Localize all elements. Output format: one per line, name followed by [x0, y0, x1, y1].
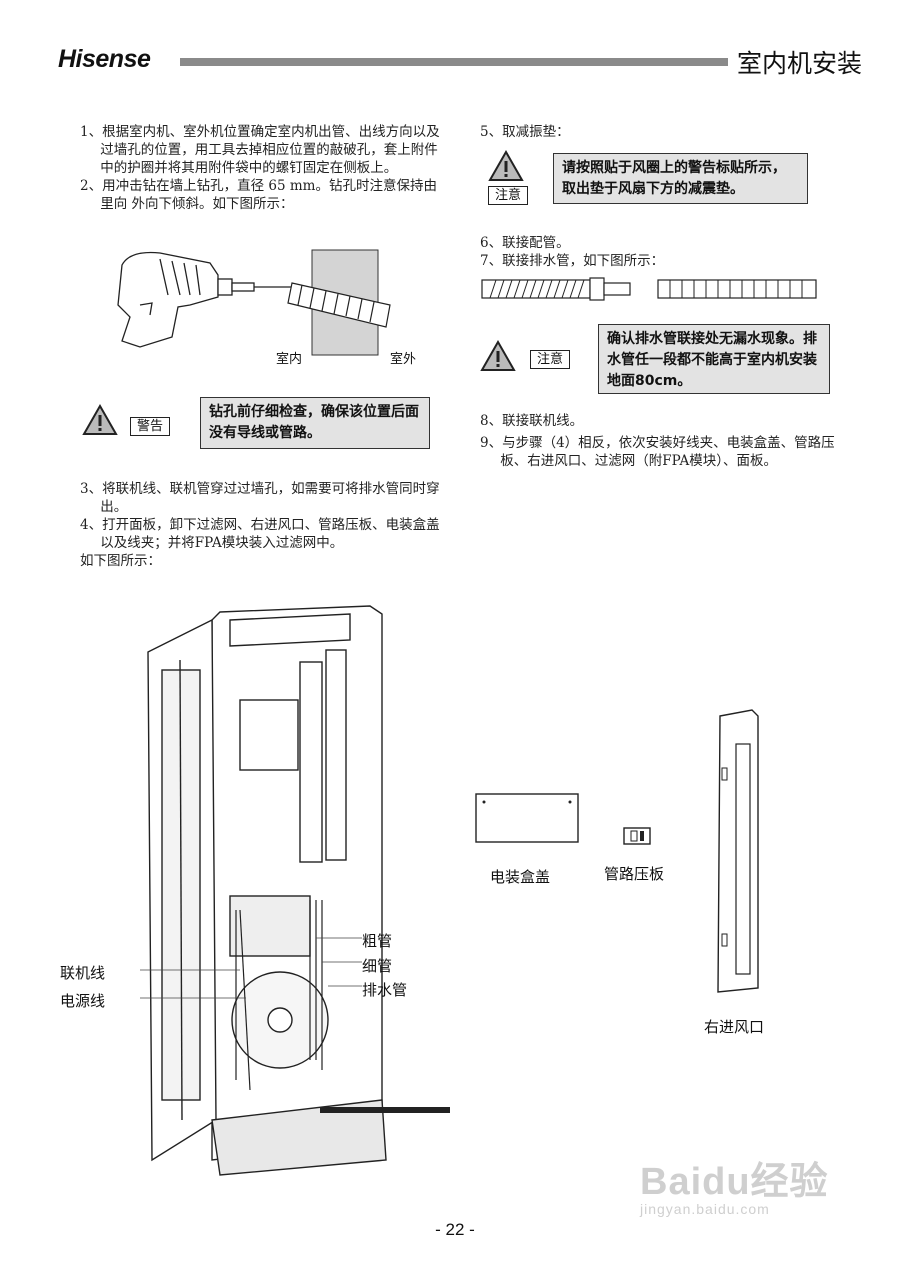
step-4-tail: 如下图所示： — [80, 553, 161, 569]
section-title: 室内机安装 — [737, 49, 863, 78]
step-7: 7、联接排水管，如下图所示： — [480, 253, 665, 269]
notice-box-2: 确认排水管联接处无漏水现象。排水管任一段都不能高于室内机安装地面80cm。 — [598, 324, 830, 394]
left-steps-1-2: 1、根据室内机、室外机位置确定室内机出管、出线方向以及过墙孔的位置，用工具去掉相… — [80, 123, 440, 213]
warning-tag: 警告 — [130, 417, 171, 436]
header-rule — [180, 58, 728, 66]
baidu-watermark: Baidu经验 jingyan.baidu.com — [640, 1150, 829, 1217]
step-9: 9、与步骤（4）相反，依次安装好线夹、电装盒盖、管路压板、右进风口、过滤网（附F… — [480, 435, 835, 469]
drain-pipe-label: 排水管 — [362, 981, 408, 999]
pipe-plate-label: 管路压板 — [604, 865, 665, 883]
warning-triangle-icon — [82, 404, 118, 435]
notice-triangle-icon-2 — [480, 340, 516, 371]
drill-illustration — [117, 249, 391, 356]
step-3: 3、将联机线、联机管穿过过墙孔，如需要可将排水管同时穿出。 — [80, 481, 440, 515]
indoor-unit-diagram — [140, 605, 450, 1176]
right-steps-8-9: 8、联接联机线。 9、与步骤（4）相反，依次安装好线夹、电装盒盖、管路压板、右进… — [480, 412, 855, 470]
step-5: 5、取减振垫： — [480, 124, 570, 140]
outside-label: 室外 — [390, 352, 417, 367]
thin-pipe-label: 细管 — [362, 957, 393, 975]
inside-label: 室内 — [276, 352, 303, 367]
drain-pipe-illustration — [481, 277, 817, 301]
page-number: - 22 - — [435, 1220, 475, 1239]
right-inlet-illustration — [717, 709, 759, 993]
connection-wire-label: 联机线 — [60, 964, 106, 982]
drill-bit-icon — [287, 282, 391, 328]
left-steps-3-4: 3、将联机线、联机管穿过过墙孔，如需要可将排水管同时穿出。 4、打开面板，卸下过… — [80, 480, 440, 570]
box-cover-label: 电装盒盖 — [490, 868, 551, 886]
pipe-plate-illustration — [623, 827, 651, 845]
drill-icon — [117, 251, 296, 348]
watermark-url: jingyan.baidu.com — [640, 1201, 770, 1217]
step-2: 2、用冲击钻在墙上钻孔，直径 65 mm。钻孔时注意保持由里向 外向下倾斜。如下… — [80, 178, 437, 212]
power-wire-label: 电源线 — [60, 992, 106, 1010]
watermark-logo: Baidu经验 — [640, 1161, 829, 1203]
box-cover-illustration — [475, 793, 579, 843]
brand-logo: Hisense — [58, 45, 151, 73]
right-inlet-label: 右进风口 — [704, 1018, 765, 1036]
notice-tag-1: 注意 — [488, 186, 529, 205]
step-4: 4、打开面板，卸下过滤网、右进风口、管路压板、电装盒盖以及线夹；并将FPA模块装… — [80, 517, 440, 551]
notice-box-1: 请按照贴于风圈上的警告标贴所示，取出垫于风扇下方的减震垫。 — [553, 153, 808, 204]
notice-triangle-icon — [488, 150, 524, 181]
step-1: 1、根据室内机、室外机位置确定室内机出管、出线方向以及过墙孔的位置，用工具去掉相… — [80, 124, 440, 176]
thick-pipe-label: 粗管 — [362, 932, 393, 950]
step-6: 6、联接配管。 — [480, 235, 570, 251]
notice-tag-2: 注意 — [530, 350, 571, 369]
step-8: 8、联接联机线。 — [480, 413, 584, 429]
warning-box: 钻孔前仔细检查，确保该位置后面没有导线或管路。 — [200, 397, 430, 449]
